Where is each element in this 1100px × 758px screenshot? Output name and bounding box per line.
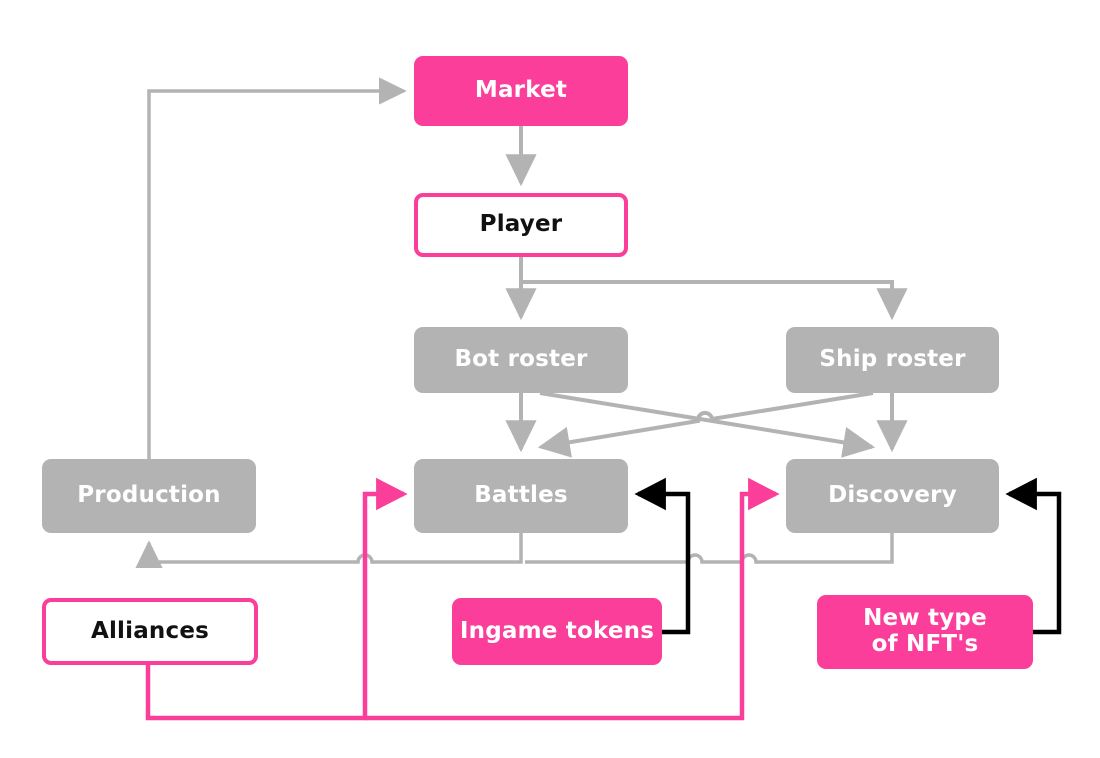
node-production[interactable]: Production [42,459,256,533]
node-ship-roster-label: Ship roster [819,346,966,373]
edge-ship-roster-to-battles [537,391,874,458]
edge-production-to-market [147,77,407,459]
node-ingame-tokens[interactable]: Ingame tokens [452,598,662,665]
node-discovery-label: Discovery [828,482,957,509]
node-ingame-tokens-label: Ingame tokens [459,617,655,644]
node-ship-roster[interactable]: Ship roster [786,327,999,393]
node-production-label: Production [77,482,221,509]
node-battles[interactable]: Battles [414,459,628,533]
node-alliances[interactable]: Alliances [42,598,258,665]
node-bot-roster-label: Bot roster [454,346,588,373]
node-player[interactable]: Player [414,193,628,257]
node-new-nfts[interactable]: New type of NFT's [817,595,1033,669]
edge-alliances-to-discovery [365,477,780,721]
edge-bot-roster-to-discovery [539,391,876,458]
edge-discovery-to-production [525,533,894,564]
edge-battles-to-production [135,533,523,569]
node-new-nfts-label: New type of NFT's [863,605,987,657]
node-market-label: Market [474,77,568,104]
node-market[interactable]: Market [414,56,628,126]
edge-nfts-to-discovery [1005,477,1062,635]
node-player-label: Player [479,211,563,238]
node-alliances-label: Alliances [90,617,210,644]
edge-tokens-to-battles [634,477,691,635]
node-bot-roster[interactable]: Bot roster [414,327,628,393]
edge-player-to-ship-roster [521,280,908,321]
node-battles-label: Battles [474,482,568,509]
node-discovery[interactable]: Discovery [786,459,999,533]
